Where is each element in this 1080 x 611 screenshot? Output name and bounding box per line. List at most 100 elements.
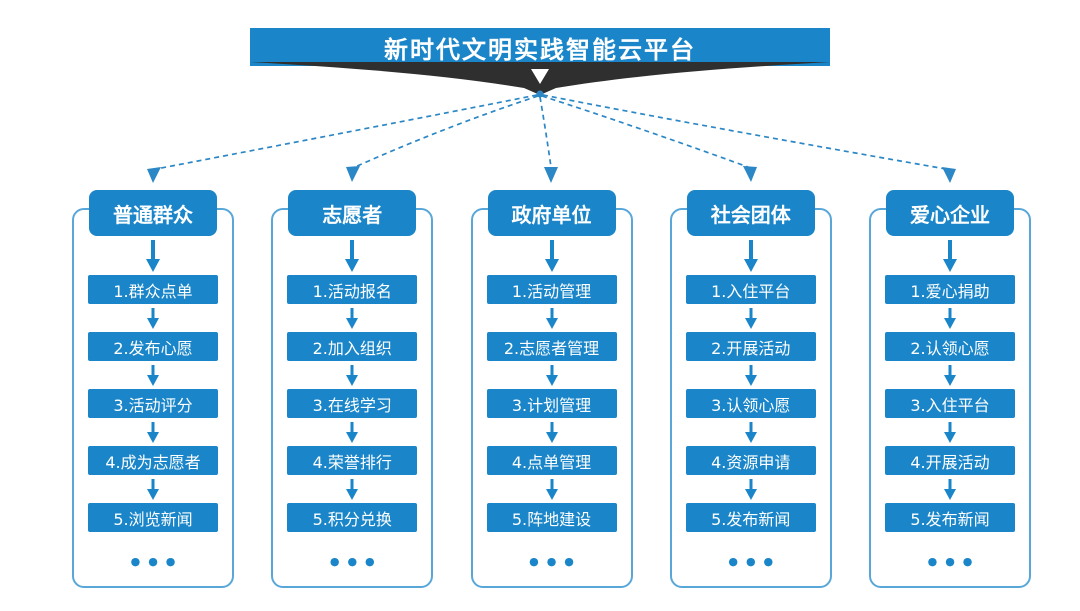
step-box: 5.积分兑换 (287, 503, 418, 532)
step-label: 5.积分兑换 (312, 509, 392, 529)
step-label: 1.爱心捐助 (910, 281, 990, 301)
down-arrow-icon (744, 475, 758, 503)
down-arrow-icon (543, 236, 561, 275)
more-indicator: ●●● (329, 554, 383, 568)
step-label: 2.志愿者管理 (503, 338, 600, 358)
step-label: 3.在线学习 (312, 395, 392, 415)
down-arrow-icon (943, 304, 957, 332)
step-box: 5.发布新闻 (885, 503, 1015, 532)
more-indicator: ●●● (728, 554, 782, 568)
step-label: 4.成为志愿者 (105, 452, 201, 472)
step-label: 2.认领心愿 (910, 338, 990, 358)
step-label: 1.活动管理 (511, 281, 592, 301)
columns-row: 普通群众 1.群众点单 2.发布心愿 3.活动评分 4.成为志愿者 5.浏览新闻… (70, 190, 1033, 590)
step-box: 4.开展活动 (885, 446, 1015, 475)
column-government-units: 政府单位 1.活动管理 2.志愿者管理 3.计划管理 4.点单管理 5.阵地建设… (469, 190, 635, 590)
column-header-label: 普通群众 (113, 202, 193, 227)
step-box: 2.加入组织 (287, 332, 418, 361)
column-header-label: 志愿者 (322, 202, 383, 227)
column-header: 志愿者 (288, 190, 417, 236)
funnel-down-arrow-icon (531, 69, 549, 84)
step-box: 5.浏览新闻 (88, 503, 218, 532)
step-box: 1.群众点单 (88, 275, 218, 304)
more-indicator: ●●● (130, 554, 184, 568)
down-arrow-icon (943, 418, 957, 446)
step-label: 4.资源申请 (711, 452, 791, 472)
down-arrow-icon (545, 475, 559, 503)
down-arrow-icon (345, 475, 359, 503)
column-volunteers: 志愿者 1.活动报名 2.加入组织 3.在线学习 4.荣誉排行 5.积分兑换 ●… (269, 190, 435, 590)
down-arrow-icon (545, 304, 559, 332)
page-title-banner: 新时代文明实践智能云平台 (250, 28, 830, 66)
column-social-groups: 社会团体 1.入住平台 2.开展活动 3.认领心愿 4.资源申请 5.发布新闻 … (668, 190, 834, 590)
step-box: 2.志愿者管理 (486, 332, 617, 361)
column-header-label: 政府单位 (511, 202, 592, 227)
step-label: 5.发布新闻 (711, 509, 791, 529)
arrowhead-column-4-icon (743, 166, 757, 182)
step-box: 4.资源申请 (685, 446, 816, 475)
down-arrow-icon (146, 418, 160, 446)
down-arrow-icon (146, 304, 160, 332)
step-box: 5.发布新闻 (685, 503, 816, 532)
step-label: 3.认领心愿 (711, 395, 791, 415)
arrowhead-column-1-icon (147, 167, 161, 183)
step-box: 4.点单管理 (486, 446, 617, 475)
down-arrow-icon (943, 361, 957, 389)
down-arrow-icon (744, 418, 758, 446)
step-label: 1.群众点单 (113, 281, 193, 301)
step-box: 1.爱心捐助 (885, 275, 1015, 304)
step-box: 3.在线学习 (287, 389, 418, 418)
down-arrow-icon (144, 236, 162, 275)
step-label: 2.发布心愿 (113, 338, 193, 358)
step-label: 3.活动评分 (113, 395, 193, 415)
down-arrow-icon (345, 418, 359, 446)
step-box: 1.活动报名 (287, 275, 418, 304)
step-box: 3.计划管理 (486, 389, 617, 418)
page-title: 新时代文明实践智能云平台 (384, 35, 696, 64)
step-label: 1.入住平台 (711, 281, 791, 301)
column-header: 社会团体 (686, 190, 815, 236)
step-label: 4.荣誉排行 (312, 452, 392, 472)
more-indicator: ●●● (529, 554, 582, 568)
down-arrow-icon (941, 236, 959, 275)
down-arrow-icon (744, 304, 758, 332)
dashed-arrow-to-column-1 (155, 94, 538, 170)
down-arrow-icon (545, 418, 559, 446)
step-box: 2.认领心愿 (885, 332, 1015, 361)
column-header-label: 爱心企业 (910, 202, 990, 227)
step-box: 3.活动评分 (88, 389, 218, 418)
step-label: 1.活动报名 (312, 281, 392, 301)
step-label: 4.点单管理 (511, 452, 592, 472)
column-header: 政府单位 (487, 190, 616, 236)
arrowhead-column-3-icon (544, 167, 558, 183)
column-header: 普通群众 (89, 190, 217, 236)
column-header-label: 社会团体 (710, 202, 791, 227)
step-label: 2.加入组织 (312, 338, 392, 358)
down-arrow-icon (343, 236, 361, 275)
down-arrow-icon (545, 361, 559, 389)
step-label: 2.开展活动 (711, 338, 791, 358)
down-arrow-icon (146, 475, 160, 503)
arrowhead-column-2-icon (346, 166, 360, 182)
step-label: 4.开展活动 (910, 452, 990, 472)
down-arrow-icon (345, 361, 359, 389)
step-box: 1.入住平台 (685, 275, 816, 304)
down-arrow-icon (744, 361, 758, 389)
step-label: 3.计划管理 (511, 395, 592, 415)
dashed-arrow-to-column-4 (541, 95, 749, 168)
dashed-arrow-to-column-3 (539, 96, 552, 168)
connector-layer (147, 62, 956, 183)
step-label: 5.浏览新闻 (113, 509, 193, 529)
dashed-arrow-to-column-2 (354, 95, 539, 168)
step-box: 2.发布心愿 (88, 332, 218, 361)
down-arrow-icon (742, 236, 760, 275)
fan-origin-dot (536, 90, 544, 98)
step-box: 4.成为志愿者 (88, 446, 218, 475)
step-label: 3.入住平台 (910, 395, 990, 415)
step-label: 5.阵地建设 (511, 509, 592, 529)
step-box: 1.活动管理 (486, 275, 617, 304)
step-box: 4.荣誉排行 (287, 446, 418, 475)
column-caring-enterprises: 爱心企业 1.爱心捐助 2.认领心愿 3.入住平台 4.开展活动 5.发布新闻 … (867, 190, 1033, 590)
step-box: 3.认领心愿 (685, 389, 816, 418)
